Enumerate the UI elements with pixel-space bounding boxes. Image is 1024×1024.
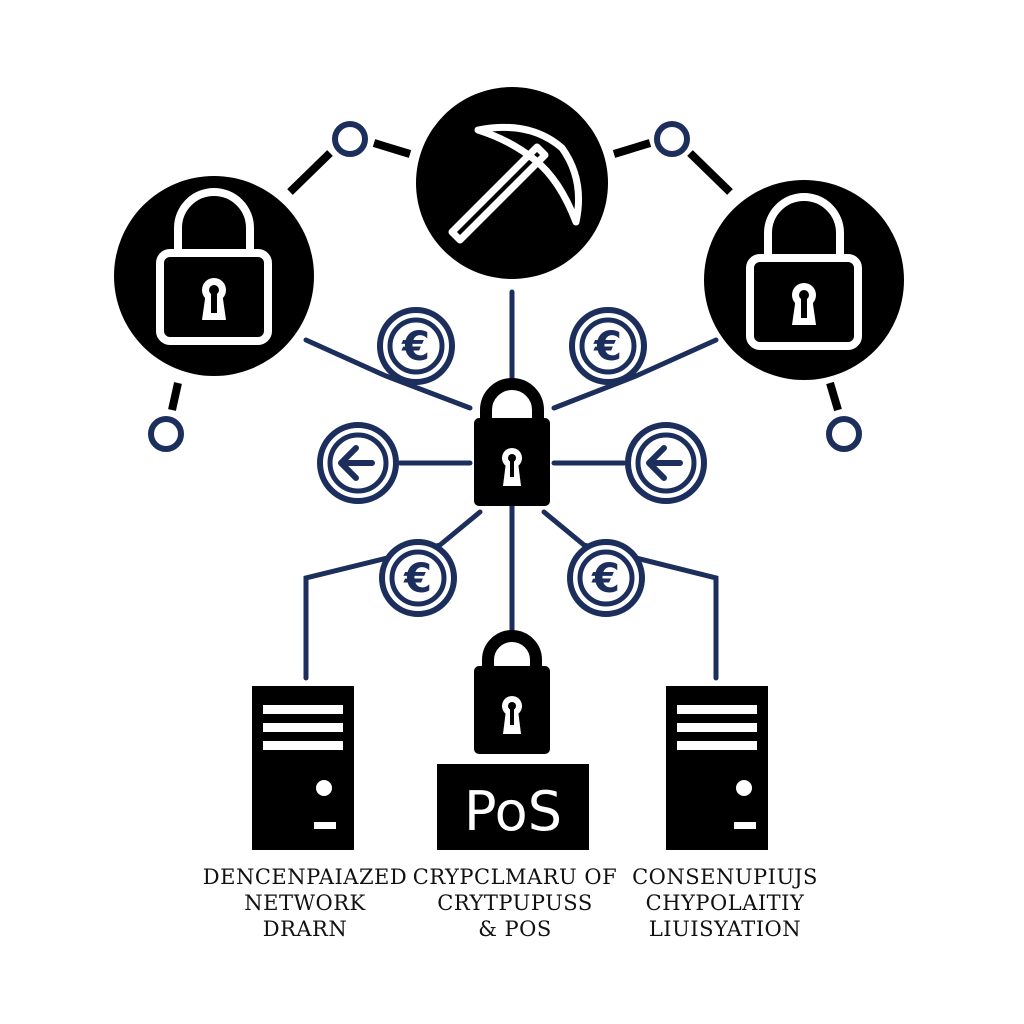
node-bottom-left bbox=[148, 416, 184, 452]
coin-lower-right: € bbox=[567, 539, 645, 617]
connector-lower-right bbox=[541, 509, 719, 681]
padlock-icon bbox=[156, 188, 272, 345]
small-nodes bbox=[148, 121, 862, 452]
node-top-right bbox=[654, 121, 690, 157]
euro-icon: € bbox=[401, 324, 430, 370]
pos-padlock-icon bbox=[474, 630, 550, 754]
pickaxe-icon bbox=[448, 123, 582, 244]
connector-upper-right bbox=[551, 337, 719, 411]
black-connectors bbox=[168, 139, 842, 412]
connector-node-tr-2 bbox=[687, 150, 733, 195]
euro-icon: € bbox=[591, 556, 620, 602]
caption-middle-line-1: CRYPCLMARU OF bbox=[412, 865, 618, 889]
server-icon bbox=[666, 686, 768, 850]
top-right-lock-node bbox=[704, 180, 904, 380]
caption-right-line-1: CONSENUPIUJS bbox=[632, 865, 818, 889]
pos-box-background bbox=[437, 764, 589, 850]
pos-box: PoS bbox=[437, 764, 589, 850]
caption-left-line-3: DRARN bbox=[262, 917, 348, 941]
caption-left: DENCENPAIAZED NETWORK DRARN bbox=[190, 864, 420, 942]
caption-right-line-2: CHYPOLAITIY bbox=[645, 891, 805, 915]
node-bottom-right bbox=[826, 416, 862, 452]
caption-left-line-1: DENCENPAIAZED bbox=[202, 865, 408, 889]
connector-node-br bbox=[826, 381, 842, 412]
caption-middle-line-2: CRYTPUPUSS bbox=[437, 891, 593, 915]
top-center-pickaxe-node bbox=[416, 87, 608, 279]
node-top-left bbox=[332, 121, 368, 157]
hub-padlock-icon bbox=[474, 378, 550, 506]
pos-label: PoS bbox=[464, 780, 562, 843]
caption-right: CONSENUPIUJS CHYPOLAITIY LIUISYATION bbox=[610, 864, 840, 942]
coin-upper-right: € bbox=[569, 307, 647, 385]
caption-right-line-3: LIUISYATION bbox=[648, 917, 802, 941]
caption-middle: CRYPCLMARU OF CRYTPUPUSS & POS bbox=[405, 864, 625, 942]
coin-left-arrow bbox=[317, 422, 399, 504]
server-icon bbox=[252, 686, 354, 850]
connector-node-tl-2 bbox=[372, 139, 412, 158]
caption-left-line-2: NETWORK bbox=[244, 891, 366, 915]
top-left-lock-node bbox=[114, 176, 314, 376]
arrow-left-icon bbox=[338, 445, 375, 481]
connector-upper-left bbox=[303, 337, 473, 411]
coin-right-arrow bbox=[625, 422, 707, 504]
caption-middle-line-3: & POS bbox=[478, 917, 552, 941]
arrow-left-icon bbox=[646, 445, 683, 481]
navy-connectors bbox=[303, 289, 719, 681]
coin-upper-left: € bbox=[377, 307, 455, 385]
connector-node-bl bbox=[168, 382, 182, 411]
euro-icon: € bbox=[403, 556, 432, 602]
connector-lower-left bbox=[303, 509, 483, 681]
coin-lower-left: € bbox=[379, 539, 457, 617]
padlock-icon bbox=[746, 193, 862, 350]
top-center-circle bbox=[416, 87, 608, 279]
coins: € € € bbox=[317, 307, 707, 617]
connector-node-tr-1 bbox=[612, 139, 652, 158]
connector-node-tl-1 bbox=[287, 150, 333, 195]
euro-icon: € bbox=[593, 324, 622, 370]
